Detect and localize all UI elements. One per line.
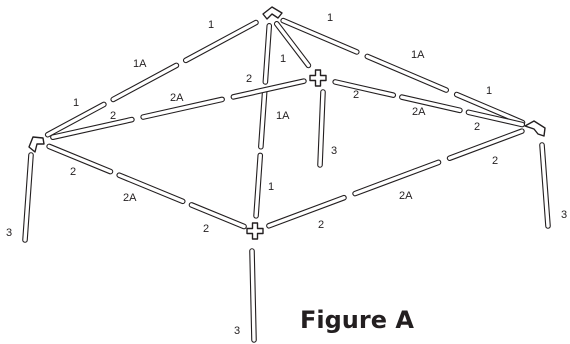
frame-joints — [28, 6, 546, 240]
label-back-left-2b: 2 — [110, 110, 116, 122]
eave-pole-front-left-segment-1 — [46, 143, 114, 175]
label-top-left-1b: 1 — [73, 97, 79, 109]
eave-pole-back-right-segment-3 — [465, 109, 526, 128]
ridge-pole-left-segment-3 — [44, 101, 107, 138]
label-leg-front-3: 3 — [234, 325, 240, 337]
label-front-right-2b: 2 — [492, 155, 498, 167]
eave-pole-front-left-segment-3 — [188, 202, 247, 230]
leg-left — [22, 152, 34, 243]
left-corner-joint — [28, 136, 45, 153]
eave-pole-front-left-segment-2 — [116, 172, 186, 205]
label-center-1b: 1 — [268, 181, 274, 193]
label-back-left-2: 2 — [246, 73, 252, 85]
label-top-left-1a: 1A — [133, 58, 147, 70]
frame-tubes — [22, 17, 551, 343]
eave-pole-back-left-segment-2 — [140, 96, 225, 120]
ridge-pole-right-segment-3 — [453, 91, 526, 126]
eave-pole-front-right-segment-2 — [352, 159, 442, 197]
label-front-right-2a: 2A — [399, 190, 413, 202]
figure-title: Figure A — [300, 306, 414, 334]
label-back-left-2a: 2A — [170, 92, 184, 104]
front-center-joint — [246, 222, 264, 240]
part-labels: 1 1A 1 1 1A 1 1 1A 1 2 2A 2 2 2A 2 2 2A … — [6, 12, 567, 337]
eave-pole-back-left-segment-1 — [50, 116, 135, 141]
label-top-left-1: 1 — [208, 19, 214, 31]
label-front-left-2a: 2A — [123, 192, 137, 204]
leg-front — [249, 248, 257, 343]
label-front-left-2b: 2 — [203, 223, 209, 235]
apex-joint — [262, 6, 283, 20]
label-leg-left-3: 3 — [6, 227, 12, 239]
leg-back — [317, 89, 326, 168]
eave-pole-front-right-segment-3 — [446, 128, 525, 161]
ridge-pole-center-segment-2 — [258, 87, 268, 150]
ridge-pole-right-segment-2 — [364, 53, 450, 93]
eave-pole-front-right-segment-1 — [266, 194, 347, 229]
label-back-right-2: 2 — [353, 89, 359, 101]
ridge-pole-left-segment-1 — [182, 19, 259, 64]
label-back-right-2a: 2A — [412, 106, 426, 118]
eave-pole-back-right-segment-2 — [399, 94, 463, 114]
eave-pole-back-left-segment-3 — [230, 78, 307, 100]
label-center-1: 1 — [280, 53, 286, 65]
label-top-right-1b: 1 — [486, 85, 492, 97]
ridge-pole-right-segment-1 — [280, 17, 360, 55]
ridge-pole-back-segment-1 — [273, 21, 312, 69]
label-front-right-2: 2 — [318, 219, 324, 231]
label-top-right-1a: 1A — [411, 49, 425, 61]
eave-pole-back-right-segment-1 — [332, 79, 397, 98]
leg-right — [539, 142, 551, 229]
label-leg-back-3: 3 — [331, 145, 337, 157]
label-front-left-2: 2 — [70, 166, 76, 178]
label-back-right-2b: 2 — [474, 121, 480, 133]
ridge-pole-left-segment-2 — [110, 62, 180, 103]
label-leg-right-3: 3 — [561, 209, 567, 221]
label-top-right-1: 1 — [327, 12, 333, 24]
ridge-pole-center-segment-1 — [262, 22, 273, 85]
ridge-pole-center-segment-3 — [253, 152, 264, 219]
label-center-1a: 1A — [276, 110, 290, 122]
back-center-joint — [309, 69, 327, 87]
right-corner-joint — [524, 120, 546, 137]
